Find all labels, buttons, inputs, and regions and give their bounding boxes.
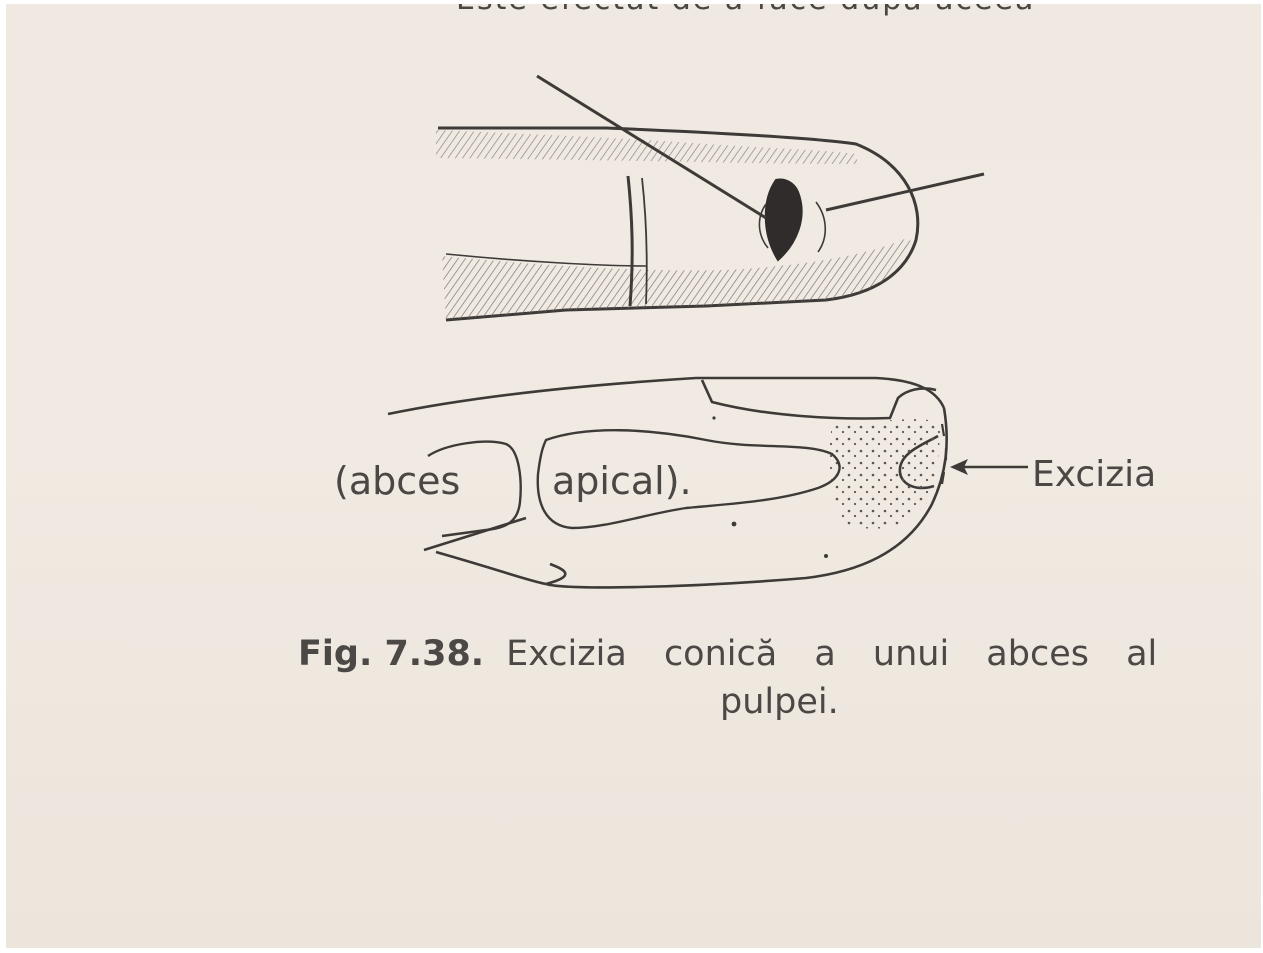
caption-line-2: pulpei.	[720, 676, 839, 728]
scanned-page: Este efectat de a face după aceea	[6, 4, 1261, 948]
figure-caption: Fig. 7.38. Excizia conică a unui abces al…	[298, 628, 1261, 680]
label-excizia: Excizia	[1032, 454, 1156, 495]
excizia-arrow	[950, 459, 1028, 475]
label-abces: (abces	[334, 459, 460, 503]
finger-illustration: (abces apical). Excizia	[6, 4, 1261, 948]
label-apical: apical).	[552, 459, 692, 503]
caption-line-1: Excizia conică a unui abces al	[506, 634, 1157, 674]
upper-finger-drawing	[436, 76, 984, 320]
figure-number: Fig. 7.38.	[298, 634, 484, 674]
